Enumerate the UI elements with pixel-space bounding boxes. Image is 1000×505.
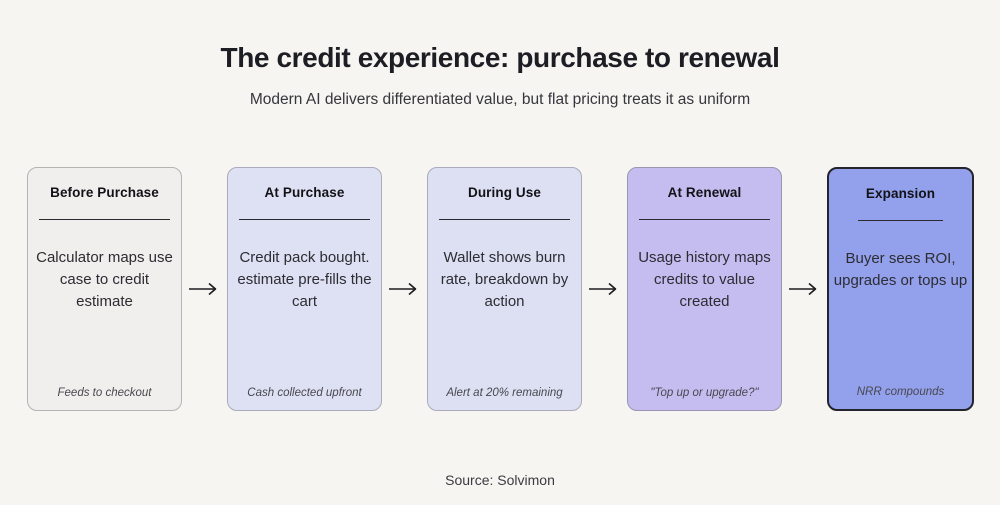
stage-card-expansion: Expansion Buyer sees ROI, upgrades or to… (827, 167, 974, 411)
stage-footnote: "Top up or upgrade?" (650, 387, 759, 399)
stage-title: At Purchase (264, 185, 345, 200)
stage-body: Buyer sees ROI, upgrades or tops up (833, 250, 968, 289)
stage-footnote: Cash collected upfront (247, 387, 362, 399)
stage-footnote: Feeds to checkout (57, 387, 152, 399)
stage-divider (858, 220, 943, 221)
right-arrow-icon (388, 282, 416, 296)
right-arrow-icon (588, 282, 616, 296)
stage-title: During Use (467, 185, 541, 200)
stage-divider (239, 219, 370, 220)
process-flow: Before Purchase Calculator maps use case… (27, 167, 974, 411)
page-subtitle: Modern AI delivers differentiated value,… (249, 91, 751, 108)
stage-card-at-renewal: At Renewal Usage history maps credits to… (627, 167, 782, 411)
source-attribution: Source: Solvimon (445, 472, 555, 488)
stage-title: Before Purchase (50, 185, 159, 200)
right-arrow-icon (788, 282, 816, 296)
right-arrow-icon (188, 282, 216, 296)
flow-arrow (582, 282, 627, 296)
stage-divider (439, 219, 570, 220)
stage-footnote: NRR compounds (856, 386, 945, 398)
flow-arrow (182, 282, 227, 296)
stage-title: Expansion (865, 186, 936, 201)
page-title: The credit experience: purchase to renew… (220, 42, 780, 73)
stage-body: Wallet shows burn rate, breakdown by act… (440, 249, 569, 310)
stage-divider (639, 219, 770, 220)
stage-card-before-purchase: Before Purchase Calculator maps use case… (27, 167, 182, 411)
stage-card-at-purchase: At Purchase Credit pack bought. estimate… (227, 167, 382, 411)
stage-body: Usage history maps credits to value crea… (638, 249, 771, 310)
stage-divider (39, 219, 170, 220)
stage-body: Credit pack bought. estimate pre-fills t… (237, 249, 372, 310)
flow-arrow (382, 282, 427, 296)
stage-title: At Renewal (667, 185, 742, 200)
flow-arrow (782, 282, 827, 296)
stage-body: Calculator maps use case to credit estim… (36, 249, 173, 310)
stage-card-during-use: During Use Wallet shows burn rate, break… (427, 167, 582, 411)
stage-footnote: Alert at 20% remaining (446, 387, 563, 399)
